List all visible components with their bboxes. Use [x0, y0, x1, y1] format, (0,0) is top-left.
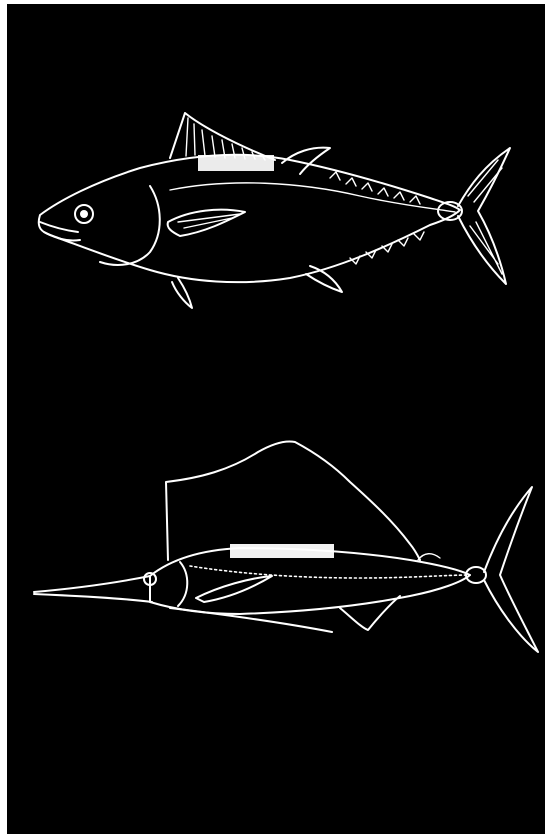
sailfish-second-dorsal	[418, 554, 440, 560]
sailfish-sail-dorsal	[166, 441, 420, 560]
sailfish-anal-fin	[340, 596, 400, 630]
sailfish-bill	[34, 576, 152, 602]
illustration-plate	[7, 4, 545, 834]
sailfish-pelvic-ray	[170, 608, 332, 632]
sailfish-tail	[484, 487, 538, 652]
sailfish-gill	[178, 562, 187, 606]
sailfish-marking-bar	[230, 544, 334, 558]
sailfish-icon	[7, 4, 545, 834]
sailfish-pectoral-fin	[196, 576, 272, 602]
sailfish-lateral-line	[190, 566, 470, 578]
